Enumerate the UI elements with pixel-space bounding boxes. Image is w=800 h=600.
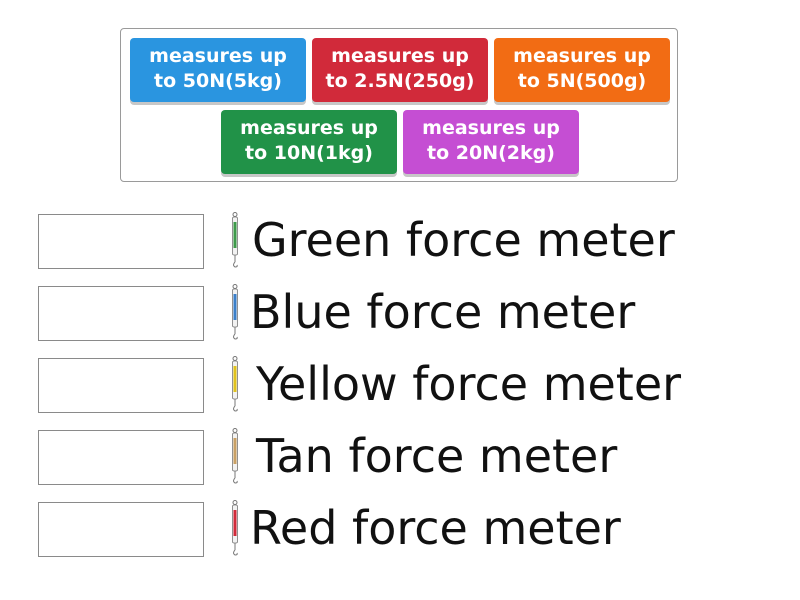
tile-text-line2: to 20N(2kg) bbox=[427, 142, 555, 164]
answer-tile-10n[interactable]: measures up to 10N(1kg) bbox=[221, 110, 397, 174]
row-label: Blue force meter bbox=[250, 285, 636, 339]
match-row-yellow: Yellow force meter bbox=[38, 356, 738, 414]
drop-zone[interactable] bbox=[38, 286, 204, 341]
match-row-red: Red force meter bbox=[38, 500, 738, 558]
match-row-green: Green force meter bbox=[38, 212, 738, 270]
force-meter-icon bbox=[232, 428, 238, 484]
drop-zone[interactable] bbox=[38, 430, 204, 485]
answer-tile-20n[interactable]: measures up to 20N(2kg) bbox=[403, 110, 579, 174]
tile-text-line1: measures up bbox=[513, 45, 651, 67]
answer-tile-5n[interactable]: measures up to 5N(500g) bbox=[494, 38, 670, 102]
tile-text-line1: measures up bbox=[422, 117, 560, 139]
tile-text-line2: to 2.5N(250g) bbox=[325, 70, 475, 92]
answer-tile-2-5n[interactable]: measures up to 2.5N(250g) bbox=[312, 38, 488, 102]
force-meter-icon bbox=[232, 356, 238, 412]
match-row-tan: Tan force meter bbox=[38, 428, 738, 486]
force-meter-icon bbox=[232, 284, 238, 340]
tile-text-line1: measures up bbox=[240, 117, 378, 139]
row-label: Green force meter bbox=[252, 213, 675, 267]
tile-text-line1: measures up bbox=[149, 45, 287, 67]
tile-text-line2: to 50N(5kg) bbox=[154, 70, 282, 92]
drop-zone[interactable] bbox=[38, 358, 204, 413]
force-meter-icon bbox=[232, 212, 238, 268]
row-label: Tan force meter bbox=[256, 429, 618, 483]
row-label: Yellow force meter bbox=[256, 357, 682, 411]
match-row-blue: Blue force meter bbox=[38, 284, 738, 342]
force-meter-icon bbox=[232, 500, 238, 556]
tile-text-line2: to 10N(1kg) bbox=[245, 142, 373, 164]
answer-bank: measures up to 50N(5kg) measures up to 2… bbox=[120, 28, 678, 182]
row-label: Red force meter bbox=[250, 501, 621, 555]
answer-tile-50n[interactable]: measures up to 50N(5kg) bbox=[130, 38, 306, 102]
drop-zone[interactable] bbox=[38, 214, 204, 269]
drop-zone[interactable] bbox=[38, 502, 204, 557]
tile-text-line1: measures up bbox=[331, 45, 469, 67]
tile-text-line2: to 5N(500g) bbox=[517, 70, 647, 92]
